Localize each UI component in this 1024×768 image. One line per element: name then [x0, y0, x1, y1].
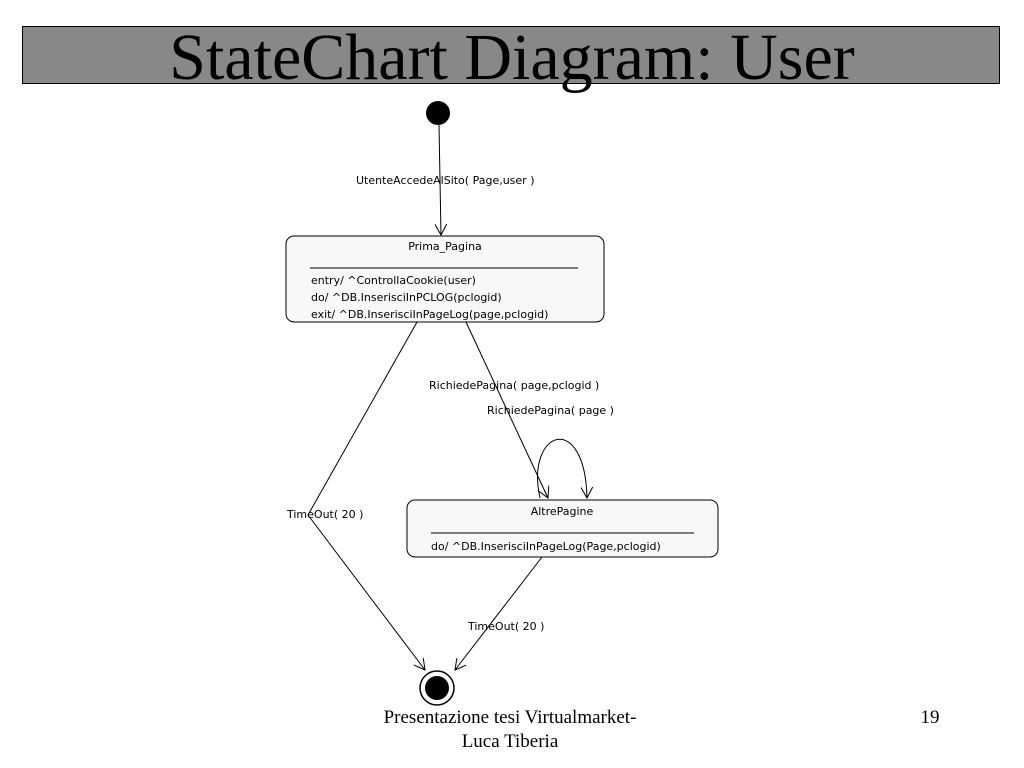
- transition-altre-self-label: RichiedePagina( page ): [487, 404, 614, 417]
- state-prima-pagina: Prima_Pagina entry/ ^ControllaCookie(use…: [285, 235, 605, 323]
- state-prima-pagina-action-entry: entry/ ^ControllaCookie(user): [311, 274, 476, 287]
- slide-title: StateChart Diagram: User: [169, 21, 855, 94]
- transition-prima-to-altre-label: RichiedePagina( page,pclogid ): [429, 379, 599, 392]
- state-prima-pagina-name: Prima_Pagina: [408, 240, 482, 253]
- footer-line-1: Presentazione tesi Virtualmarket-: [383, 707, 637, 728]
- page-number: 19: [920, 707, 940, 728]
- transition-altre-self-arrow: [537, 438, 587, 498]
- transition-altre-timeout-label: TimeOut( 20 ): [467, 620, 544, 633]
- transition-prima-timeout-label: TimeOut( 20 ): [286, 508, 363, 521]
- slide-footer: Presentazione tesi Virtualmarket- Luca T…: [340, 706, 680, 754]
- transition-prima-to-altre-arrow: [465, 321, 548, 498]
- initial-transition-arrow: [439, 124, 441, 235]
- state-altre-pagine-action-do: do/ ^DB.InserisciInPageLog(Page,pclogid): [431, 540, 661, 553]
- title-bar: [22, 26, 1000, 84]
- state-prima-pagina-action-do: do/ ^DB.InserisciInPCLOG(pclogid): [311, 291, 502, 304]
- transition-prima-timeout-arrow: [307, 321, 425, 670]
- initial-transition-label: UtenteAccedeAlSito( Page,user ): [356, 174, 535, 187]
- final-state-node: [419, 670, 455, 706]
- state-altre-pagine: AltrePagine do/ ^DB.InserisciInPageLog(P…: [406, 499, 719, 558]
- state-prima-pagina-action-exit: exit/ ^DB.InserisciInPageLog(page,pclogi…: [311, 308, 548, 321]
- footer-line-2: Luca Tiberia: [461, 731, 559, 752]
- initial-state-node: [426, 101, 450, 125]
- transition-altre-timeout-arrow: [455, 556, 543, 670]
- state-altre-pagine-name: AltrePagine: [531, 505, 594, 518]
